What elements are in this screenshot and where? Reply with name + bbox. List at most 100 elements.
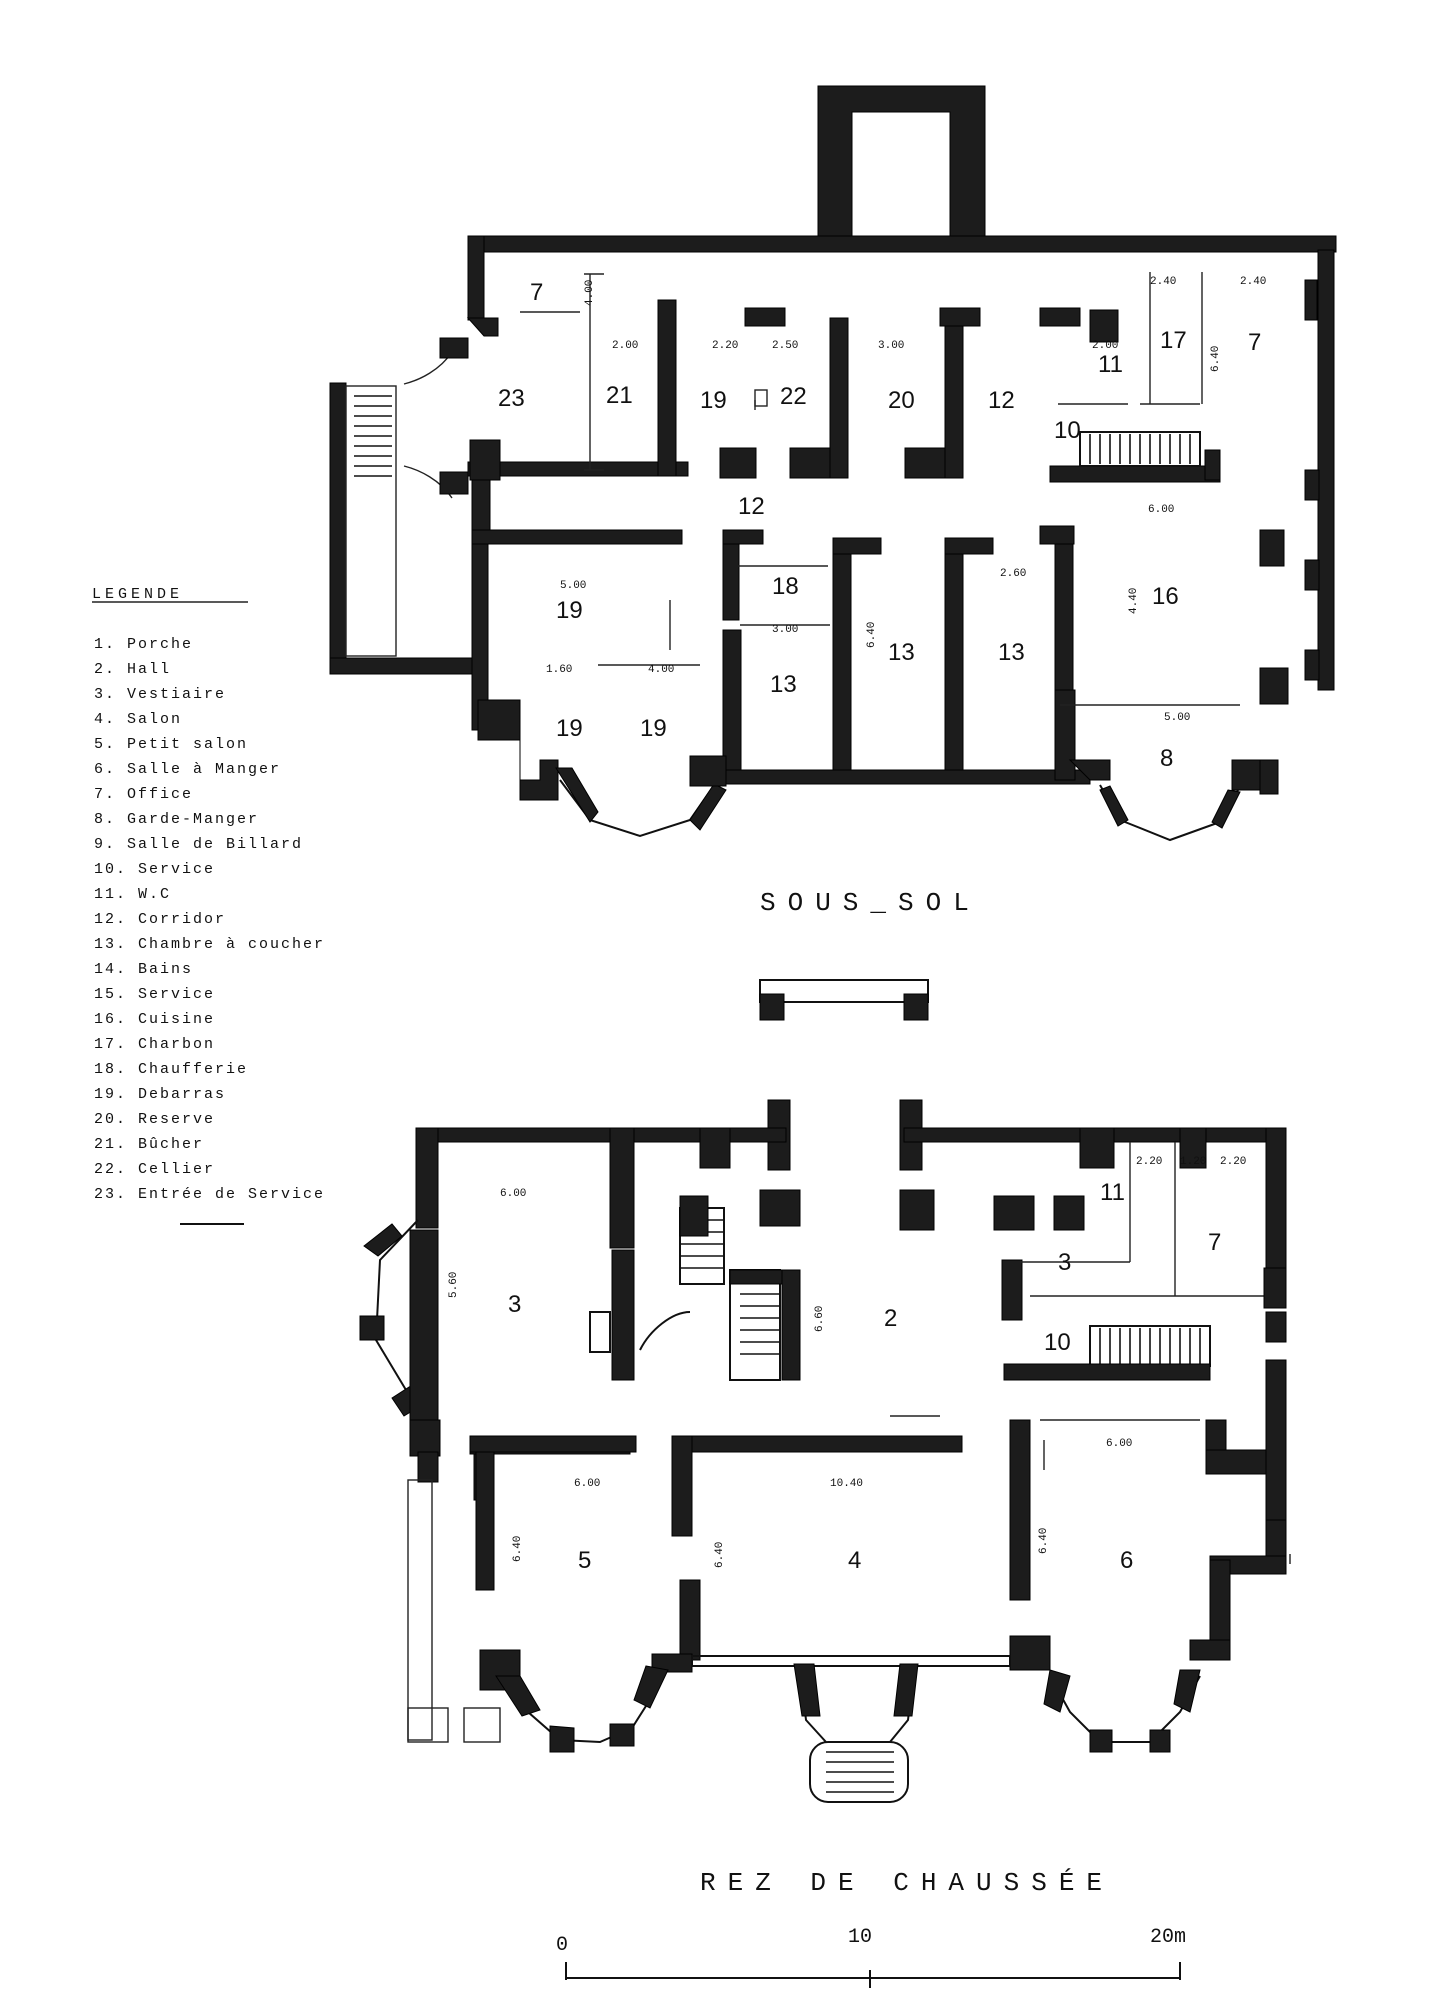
basement-room-label: 8 (1160, 745, 1173, 772)
legend-item: 4. Salon (94, 711, 182, 728)
ground-room-label: 3 (1058, 1249, 1071, 1276)
legend-item: 17. Charbon (94, 1036, 215, 1053)
hall-lower-stair (740, 1281, 780, 1355)
legend-item: 16. Cuisine (94, 1011, 215, 1028)
basement-dimension: 2.00 (612, 340, 638, 352)
legend-item: 3. Vestiaire (94, 686, 226, 703)
basement-dimension: 6.40 (866, 622, 878, 648)
basement-dimension: 3.00 (772, 624, 798, 636)
basement-room-label: 11 (1098, 351, 1123, 378)
ground-dimension: 6.00 (1106, 1438, 1132, 1450)
legend-item: 1. Porche (94, 636, 193, 653)
ground-dimension: 2.20 (1220, 1156, 1246, 1168)
basement-dimension: 4.00 (648, 664, 674, 676)
basement-dimension: 4.40 (1128, 588, 1140, 614)
legend-item: 21. Bûcher (94, 1136, 204, 1153)
ground-dimension: 6.40 (512, 1536, 524, 1562)
ground-room-label: 3 (508, 1291, 521, 1318)
basement-room-label: 12 (988, 387, 1015, 414)
scale-label-20m: 20m (1150, 1926, 1186, 1949)
basement-dimension: 4.00 (584, 280, 596, 306)
basement-room-label: 7 (530, 279, 543, 306)
legend-item: 9. Salle de Billard (94, 836, 303, 853)
basement-room-labels: 7 23 21 19 22 20 12 11 17 7 10 12 19 18 … (498, 279, 1261, 772)
ground-room-label: 4 (848, 1547, 861, 1574)
basement-room-label: 13 (998, 639, 1025, 666)
basement-room-label: 13 (770, 671, 797, 698)
entrance-stair (826, 1751, 894, 1793)
basement-room-label: 18 (772, 573, 799, 600)
basement-dimension-labels: 4.00 2.00 2.20 2.50 3.00 2.00 2.40 2.40 … (546, 276, 1266, 724)
ground-room-label: 7 (1208, 1229, 1221, 1256)
basement-room-label: 12 (738, 493, 765, 520)
ground-dimension: 2.20 (1136, 1156, 1162, 1168)
legend-item: 12. Corridor (94, 911, 226, 928)
basement-room-label: 10 (1054, 417, 1081, 444)
basement-room-label: 7 (1248, 329, 1261, 356)
legend-item: 8. Garde-Manger (94, 811, 259, 828)
legend-item: 22. Cellier (94, 1161, 215, 1178)
ground-room-label: 5 (578, 1547, 591, 1574)
basement-room-label: 16 (1152, 583, 1179, 610)
legend-item: 6. Salle à Manger (94, 761, 281, 778)
basement-stair (1089, 434, 1191, 464)
basement-room-label: 23 (498, 385, 525, 412)
basement-plan-title: SOUS_SOL (760, 888, 981, 918)
ground-dimension: 5.60 (448, 1272, 460, 1298)
legend-title: LEGENDE (92, 586, 183, 603)
legend-item: 13. Chambre à coucher (94, 936, 325, 953)
legend-item: 10. Service (94, 861, 215, 878)
ground-room-label: 10 (1044, 1329, 1071, 1356)
legend-item: 14. Bains (94, 961, 193, 978)
basement-dimension: 2.00 (1092, 340, 1118, 352)
scale-bar: 0 10 20m (556, 1926, 1186, 1988)
ground-dimension-labels: 6.00 5.60 6.60 6.00 10.40 6.00 6.40 6.40… (448, 1156, 1246, 1568)
basement-dimension: 2.40 (1240, 276, 1266, 288)
legend-item: 7. Office (94, 786, 193, 803)
legend-item: 2. Hall (94, 661, 171, 678)
legend-item: 5. Petit salon (94, 736, 248, 753)
legend-item: 18. Chaufferie (94, 1061, 248, 1078)
service-stair (1099, 1328, 1201, 1364)
ground-dimension: 1.20 (1180, 1156, 1206, 1168)
basement-dimension: 5.00 (1164, 712, 1190, 724)
ground-room-label: 11 (1100, 1179, 1125, 1206)
basement-room-label: 21 (606, 382, 633, 409)
ground-room-label: 2 (884, 1305, 897, 1332)
basement-plan: 7 23 21 19 22 20 12 11 17 7 10 12 19 18 … (329, 85, 1337, 918)
basement-room-label: 19 (556, 597, 583, 624)
basement-room-label: 19 (640, 715, 667, 742)
basement-dimension: 6.00 (1148, 504, 1174, 516)
legend-item: 19. Debarras (94, 1086, 226, 1103)
basement-dimension: 2.40 (1150, 276, 1176, 288)
basement-dimension: 2.20 (712, 340, 738, 352)
basement-room-label: 13 (888, 639, 915, 666)
basement-room-label: 17 (1160, 327, 1187, 354)
ground-floor-plan-title: REZ DE CHAUSSÉE (700, 1868, 1114, 1898)
basement-service-stair (354, 395, 392, 477)
basement-dimension: 6.40 (1210, 346, 1222, 372)
legend-item: 11. W.C (94, 886, 171, 903)
legend: LEGENDE 1. Porche 2. Hall 3. Vestiaire 4… (92, 586, 325, 1225)
basement-dimension: 5.00 (560, 580, 586, 592)
ground-dimension: 6.40 (714, 1542, 726, 1568)
ground-room-labels: 11 7 3 3 2 10 5 4 6 (508, 1179, 1221, 1574)
legend-item: 15. Service (94, 986, 215, 1003)
basement-dimension: 1.60 (546, 664, 572, 676)
basement-room-label: 19 (700, 387, 727, 414)
basement-room-label: 20 (888, 387, 915, 414)
scale-label-10: 10 (848, 1926, 872, 1949)
basement-room-label: 19 (556, 715, 583, 742)
ground-dimension: 6.40 (1038, 1528, 1050, 1554)
ground-floor-plan: 11 7 3 3 2 10 5 4 6 6.00 5.60 6.60 6.00 … (359, 979, 1291, 1898)
basement-dimension: 2.60 (1000, 568, 1026, 580)
scale-label-0: 0 (556, 1934, 568, 1957)
basement-dimension: 3.00 (878, 340, 904, 352)
legend-item: 23. Entrée de Service (94, 1186, 325, 1203)
ground-dimension: 10.40 (830, 1478, 863, 1490)
legend-item: 20. Reserve (94, 1111, 215, 1128)
ground-room-label: 6 (1120, 1547, 1133, 1574)
ground-dimension: 6.00 (574, 1478, 600, 1490)
basement-room-label: 22 (780, 383, 807, 410)
